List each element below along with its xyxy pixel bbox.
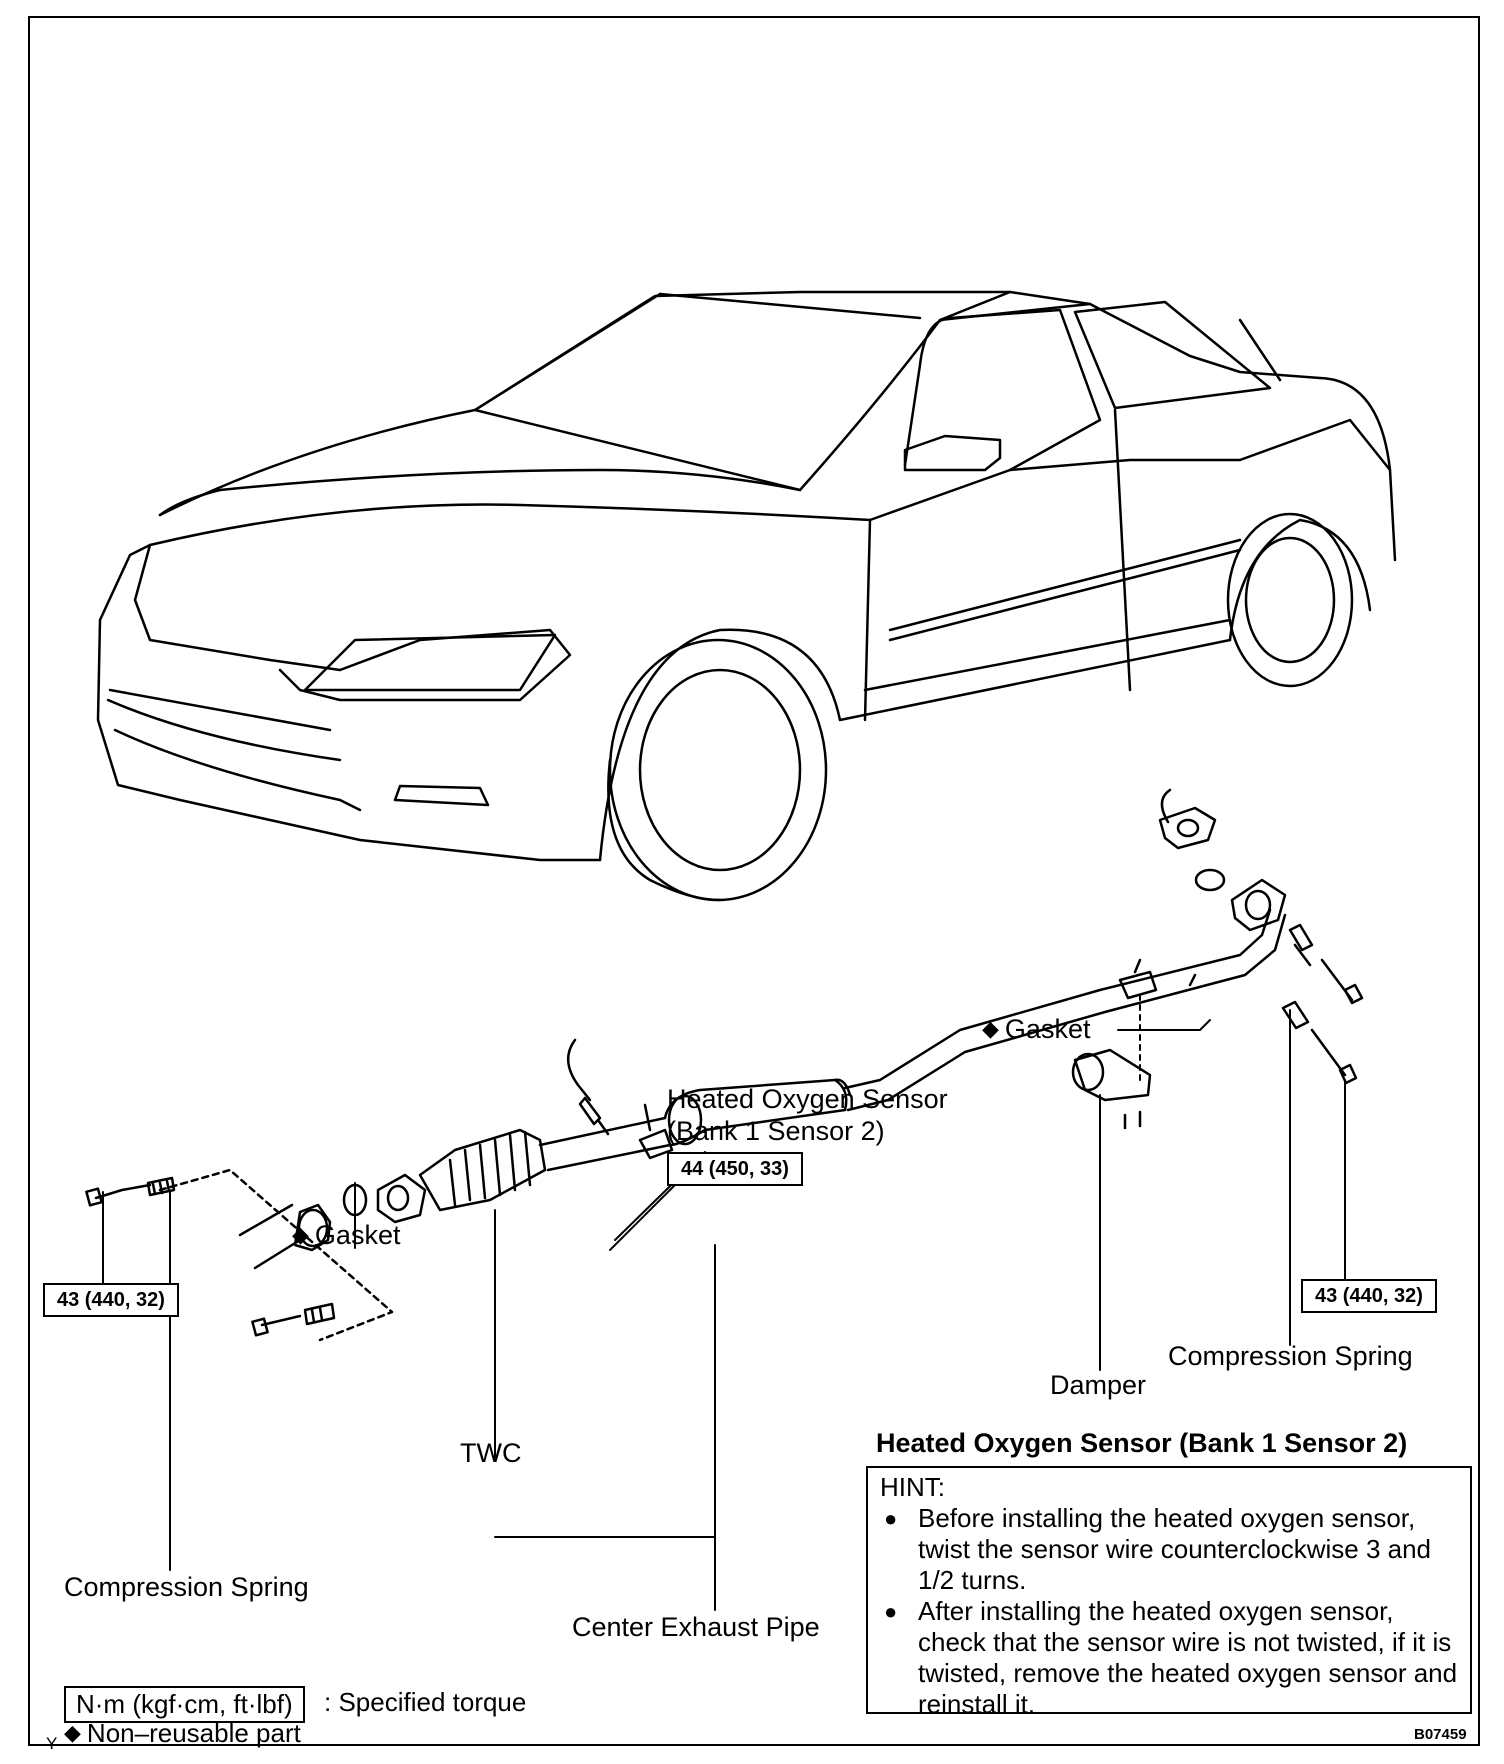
compression-spring-left-label: Compression Spring xyxy=(64,1572,309,1602)
leader-lines xyxy=(102,994,1346,1611)
hint-title: Heated Oxygen Sensor (Bank 1 Sensor 2) xyxy=(876,1428,1408,1458)
hint-heading: HINT: xyxy=(880,1472,945,1502)
car-illustration xyxy=(96,290,1397,902)
center-exhaust-pipe-label: Center Exhaust Pipe xyxy=(572,1612,820,1642)
compression-spring-right-label: Compression Spring xyxy=(1168,1341,1413,1371)
corner-left-mark: Y xyxy=(46,1734,58,1753)
figure-code: B07459 xyxy=(1414,1726,1467,1743)
hint-list: Before installing the heated oxygen sens… xyxy=(880,1503,1458,1720)
nonreusable-text: Non–reusable part xyxy=(86,1718,301,1748)
hint-item: Before installing the heated oxygen sens… xyxy=(880,1503,1458,1596)
heated-sensor-label-line1: Heated Oxygen Sensor xyxy=(667,1084,948,1114)
right-torque-box: 43 (440, 32) xyxy=(1301,1279,1437,1313)
heated-sensor-label-line2: (Bank 1 Sensor 2) xyxy=(667,1116,885,1146)
left-torque-box: 43 (440, 32) xyxy=(43,1283,179,1317)
damper-label: Damper xyxy=(1050,1370,1147,1400)
diamond-icon: ◆ xyxy=(64,1720,81,1745)
diagram-frame xyxy=(28,16,1480,1746)
hint-box: HINT: Before installing the heated oxyge… xyxy=(866,1466,1472,1719)
hint-item: After installing the heated oxygen senso… xyxy=(880,1596,1458,1720)
nonreusable-legend: ◆Non–reusable part xyxy=(64,1720,301,1746)
gasket-left-label: ◆Gasket xyxy=(292,1222,400,1249)
torque-legend-box: N·m (kgf·cm, ft·lbf) xyxy=(64,1686,305,1724)
diamond-icon: ◆ xyxy=(982,1016,999,1041)
diamond-icon: ◆ xyxy=(292,1222,309,1247)
twc-label: TWC xyxy=(460,1438,522,1468)
gasket-top-label: ◆Gasket xyxy=(982,1016,1090,1043)
sensor-torque-box: 44 (450, 33) xyxy=(667,1152,803,1186)
torque-legend-desc: : Specified torque xyxy=(324,1687,527,1717)
gasket-left-text: Gasket xyxy=(314,1220,401,1250)
exhaust-assembly xyxy=(85,788,1364,1342)
gasket-top-text: Gasket xyxy=(1004,1014,1091,1044)
